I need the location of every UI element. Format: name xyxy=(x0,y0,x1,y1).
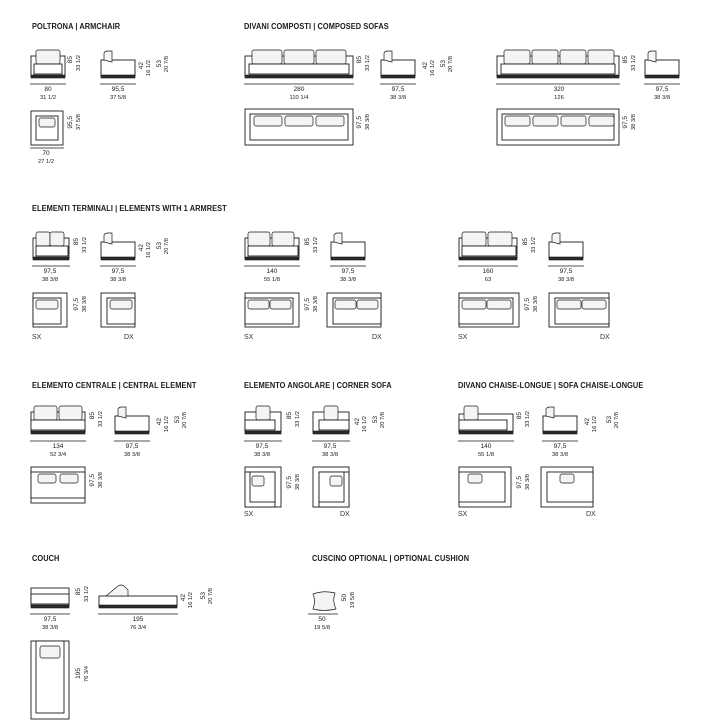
section-title-terminal-elements: ELEMENTI TERMINALI | ELEMENTS WITH 1 ARM… xyxy=(32,204,227,213)
sofa-320-top-icon xyxy=(496,108,620,146)
sofa-320-side-icon xyxy=(644,50,680,79)
central-front-icon xyxy=(30,405,86,435)
dim-width-inch: 31 1/2 xyxy=(39,95,57,101)
dim-c-width-inch: 52 3/4 xyxy=(49,452,67,458)
dim-t3-depth-inch: 38 3/8 xyxy=(557,277,575,283)
terminal-160-top-sx-icon xyxy=(458,292,520,328)
dim-depth-inch: 37 5/8 xyxy=(109,95,127,101)
dim-cc-length-inch: 76 3/4 xyxy=(129,625,147,631)
dim-t3-width: 160 xyxy=(482,268,494,275)
dim-c-depth: 97,5 xyxy=(125,443,139,450)
armchair-top-icon xyxy=(30,110,64,146)
dim-280-width: 280 xyxy=(293,86,305,93)
cushion-icon xyxy=(312,591,337,611)
dim-cu-width: 50 xyxy=(318,616,326,623)
dim-c-depth-inch: 38 3/8 xyxy=(123,452,141,458)
chaise-top-dx-icon xyxy=(540,466,594,508)
dim-width: 80 xyxy=(44,86,52,93)
dim-ch-depth-inch: 38 3/8 xyxy=(551,452,569,458)
corner-front-sx-icon xyxy=(244,405,282,435)
dim-co-width-sx-inch: 38 3/8 xyxy=(253,452,271,458)
armchair-side-icon xyxy=(100,50,136,79)
label-dx: DX xyxy=(372,334,382,341)
couch-front-icon xyxy=(30,587,70,609)
dim-cu-width-inch: 19 5/8 xyxy=(313,625,331,631)
terminal-160-front-icon xyxy=(458,231,518,261)
corner-top-sx-icon xyxy=(244,466,282,508)
dim-t2-depth: 97,5 xyxy=(341,268,355,275)
terminal-140-side-icon xyxy=(330,232,366,261)
dim-t2-width: 140 xyxy=(266,268,278,275)
corner-top-dx-icon xyxy=(312,466,350,508)
dim-depth: 95,5 xyxy=(111,86,125,93)
terminal-97-side-icon xyxy=(100,232,136,261)
dim-t3-width-inch: 63 xyxy=(484,277,492,283)
terminal-160-side-icon xyxy=(548,232,584,261)
dim-320-width: 320 xyxy=(553,86,565,93)
dim-top-width-inch: 27 1/2 xyxy=(37,159,55,165)
dim-ch-width-inch: 55 1/8 xyxy=(477,452,495,458)
label-dx: DX xyxy=(124,334,134,341)
dim-cc-width: 97,5 xyxy=(43,616,57,623)
dim-t1-depth-inch: 38 3/8 xyxy=(109,277,127,283)
dim-280-depth: 97,5 xyxy=(391,86,405,93)
terminal-140-top-sx-icon xyxy=(244,292,300,328)
label-sx: SX xyxy=(458,334,468,341)
sofa-280-side-icon xyxy=(380,50,416,79)
dim-t1-width-inch: 38 3/8 xyxy=(41,277,59,283)
terminal-97-front-icon xyxy=(32,231,70,261)
central-side-icon xyxy=(114,406,150,435)
dim-co-width-sx: 97,5 xyxy=(255,443,269,450)
label-sx: SX xyxy=(32,334,42,341)
label-sx: SX xyxy=(458,511,468,518)
dim-cc-width-inch: 38 3/8 xyxy=(41,625,59,631)
armchair-front-icon xyxy=(30,49,66,79)
dim-top-width: 70 xyxy=(42,150,50,157)
sofa-280-front-icon xyxy=(244,49,354,79)
chaise-top-sx-icon xyxy=(458,466,512,508)
dim-c-width: 134 xyxy=(52,443,64,450)
chaise-front-icon xyxy=(458,405,514,435)
dim-280-width-inch: 110 1/4 xyxy=(289,95,309,101)
terminal-140-front-icon xyxy=(244,231,300,261)
section-title-composed-sofas: DIVANI COMPOSTI | COMPOSED SOFAS xyxy=(244,22,389,31)
section-title-central-element: ELEMENTO CENTRALE | CENTRAL ELEMENT xyxy=(32,381,197,390)
terminal-97-top-dx-icon xyxy=(100,292,136,328)
label-dx: DX xyxy=(600,334,610,341)
dim-t3-depth: 97,5 xyxy=(559,268,573,275)
terminal-160-top-dx-icon xyxy=(548,292,610,328)
dim-ch-depth: 97,5 xyxy=(553,443,567,450)
dim-t1-depth: 97,5 xyxy=(111,268,125,275)
couch-top-icon xyxy=(30,640,70,720)
section-title-chaise-longue: DIVANO CHAISE-LONGUE | SOFA CHAISE-LONGU… xyxy=(458,381,644,390)
label-sx: SX xyxy=(244,511,254,518)
dim-ch-width: 140 xyxy=(480,443,492,450)
dim-320-width-inch: 126 xyxy=(554,95,564,101)
central-top-icon xyxy=(30,466,86,504)
dim-320-depth: 97,5 xyxy=(655,86,669,93)
dim-co-width-dx-inch: 38 3/8 xyxy=(321,452,339,458)
section-title-corner-sofa: ELEMENTO ANGOLARE | CORNER SOFA xyxy=(244,381,392,390)
chaise-side-icon xyxy=(542,406,578,435)
dim-t1-width: 97,5 xyxy=(43,268,57,275)
label-dx: DX xyxy=(586,511,596,518)
label-dx: DX xyxy=(340,511,350,518)
section-title-optional-cushion: CUSCINO OPTIONAL | OPTIONAL CUSHION xyxy=(312,554,470,563)
sofa-320-front-icon xyxy=(496,49,620,79)
dim-t2-depth-inch: 38 3/8 xyxy=(339,277,357,283)
terminal-97-top-sx-icon xyxy=(32,292,68,328)
dim-co-width-dx: 97,5 xyxy=(323,443,337,450)
dim-cc-length: 195 xyxy=(132,616,144,623)
label-sx: SX xyxy=(244,334,254,341)
dim-t2-width-inch: 55 1/8 xyxy=(263,277,281,283)
couch-side-icon xyxy=(98,584,178,609)
corner-front-dx-icon xyxy=(312,405,350,435)
section-title-couch: COUCH xyxy=(32,554,60,563)
dim-280-depth-inch: 38 3/8 xyxy=(389,95,407,101)
terminal-140-top-dx-icon xyxy=(326,292,382,328)
sofa-280-top-icon xyxy=(244,108,354,146)
dim-320-depth-inch: 38 3/8 xyxy=(653,95,671,101)
section-title-armchair: POLTRONA | ARMCHAIR xyxy=(32,22,121,31)
